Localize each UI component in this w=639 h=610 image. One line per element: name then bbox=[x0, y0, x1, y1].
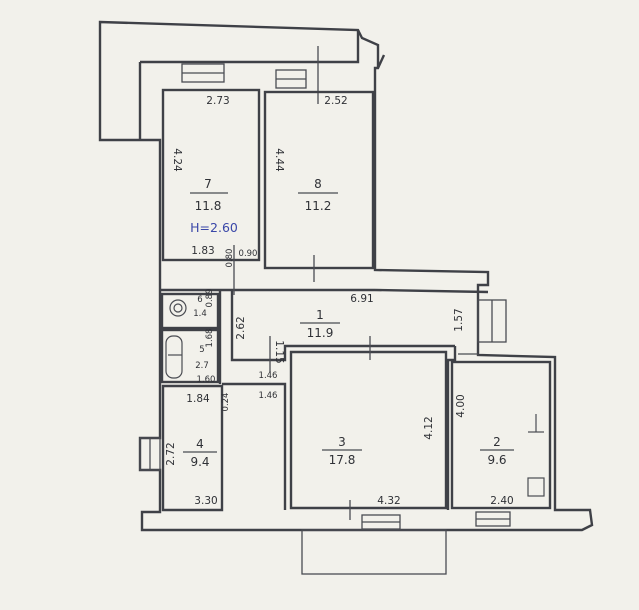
room-5-number: 5 bbox=[199, 345, 204, 355]
room-2-left-dimension: 4.00 bbox=[455, 394, 467, 417]
hall-left-dimension: 2.62 bbox=[235, 316, 247, 339]
top-windows bbox=[181, 46, 319, 104]
balcony-windows bbox=[139, 299, 511, 575]
room-8-number: 8 bbox=[314, 177, 322, 191]
hall-right-dimension: 1.57 bbox=[453, 308, 465, 331]
room-7-left-dimension: 4.24 bbox=[171, 148, 183, 172]
hall-small-dimension-b: 0.90 bbox=[239, 249, 258, 259]
room-1-number: 1 bbox=[316, 308, 324, 322]
hall-mid-dimension: 1.15 bbox=[273, 340, 285, 363]
room-5-width-dimension: 1.60 bbox=[197, 375, 216, 385]
room-6-side-dimension: 0.89 bbox=[205, 289, 215, 308]
room-4-number: 4 bbox=[196, 437, 204, 451]
room-8-top-dimension: 2.52 bbox=[324, 95, 347, 107]
room-4-gap-dimension: 0.24 bbox=[221, 393, 231, 412]
bedrooms-walls bbox=[161, 88, 375, 270]
fixtures bbox=[165, 299, 545, 497]
hall-width-dimension: 6.91 bbox=[350, 293, 373, 305]
room-5-area: 2.7 bbox=[195, 361, 209, 371]
room-4-area: 9.4 bbox=[190, 455, 209, 469]
ceiling-height: H=2.60 bbox=[190, 220, 238, 235]
room-2-number: 2 bbox=[493, 435, 501, 449]
hall-small-dimension-a: 0.80 bbox=[225, 249, 235, 268]
room-7-number: 7 bbox=[204, 177, 212, 191]
room-3-area: 17.8 bbox=[329, 453, 356, 467]
room-3-number: 3 bbox=[338, 435, 346, 449]
room-3-right-dimension: 4.12 bbox=[423, 416, 435, 439]
room-6-number: 6 bbox=[197, 295, 202, 305]
room-7-area: 11.8 bbox=[195, 199, 222, 213]
room-1-area: 11.9 bbox=[307, 326, 334, 340]
room-3-bottom-dimension: 4.32 bbox=[377, 495, 400, 507]
room-4-left-dimension: 2.72 bbox=[165, 442, 177, 465]
hall-step-bottom-dimension: 1.46 bbox=[259, 391, 278, 401]
room-4-bottom-dimension: 3.30 bbox=[194, 495, 217, 507]
room-7-bottom-dimension: 1.83 bbox=[191, 245, 214, 257]
room-7-top-dimension: 2.73 bbox=[206, 95, 229, 107]
room-6-area: 1.4 bbox=[193, 309, 207, 319]
room-6-depth-dimension: 1.68 bbox=[205, 329, 215, 348]
room-4-top-dimension: 1.84 bbox=[186, 393, 210, 405]
hall-step-top-dimension: 1.46 bbox=[259, 371, 278, 381]
room-8-area: 11.2 bbox=[305, 199, 332, 213]
small-rooms-walls bbox=[160, 292, 552, 510]
hall-walls bbox=[160, 288, 489, 512]
door-ticks bbox=[233, 245, 478, 520]
room-2-bottom-dimension: 2.40 bbox=[490, 495, 513, 507]
room-8-left-dimension: 4.44 bbox=[273, 148, 285, 172]
room-2-area: 9.6 bbox=[487, 453, 506, 467]
